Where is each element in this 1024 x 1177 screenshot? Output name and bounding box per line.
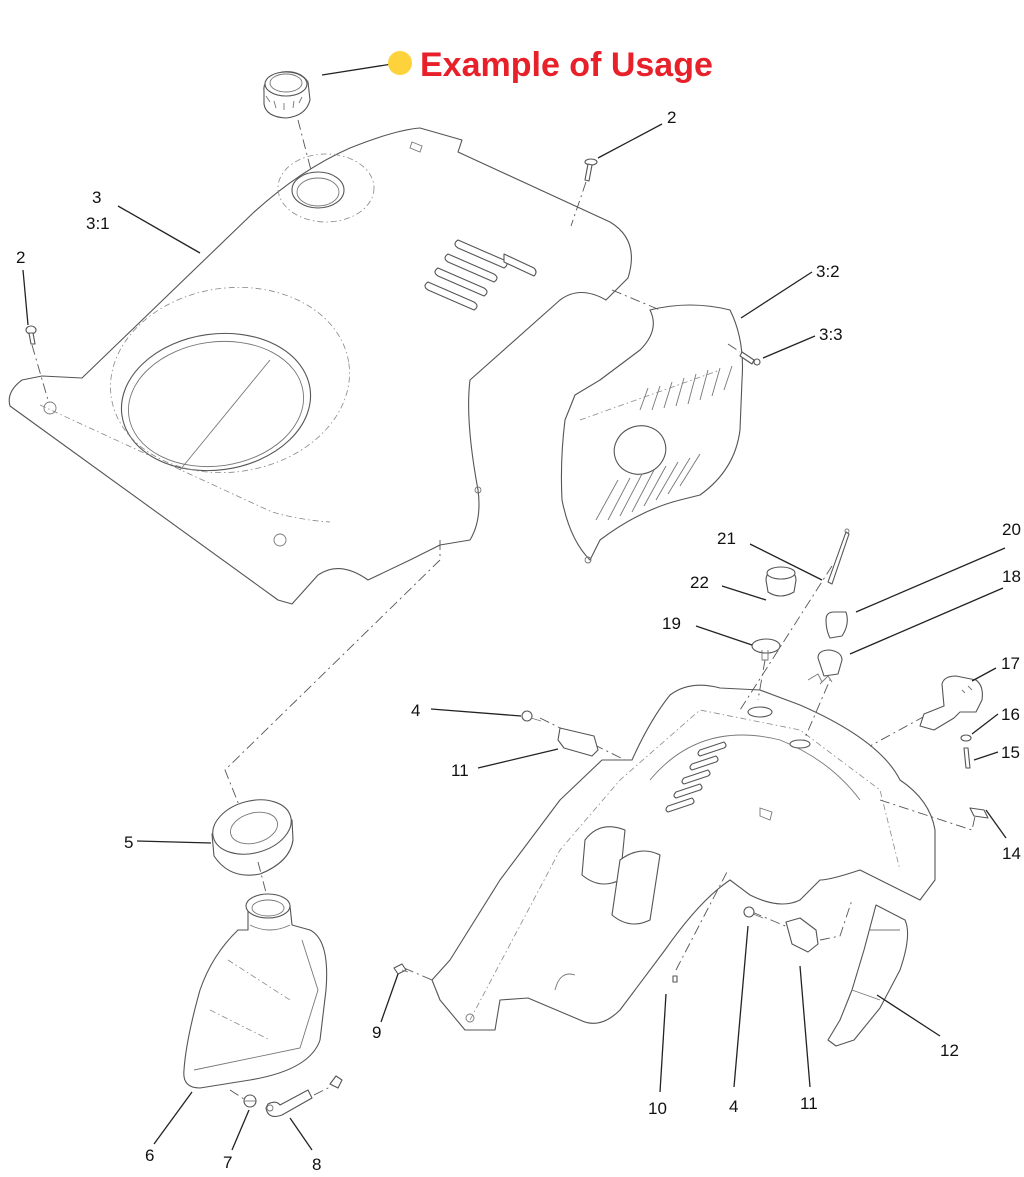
screw-top-right[interactable] xyxy=(584,158,598,182)
callout-14: 14 xyxy=(1002,844,1021,863)
screw-left[interactable] xyxy=(25,325,37,345)
shroud-to-tank-axis-line xyxy=(224,540,441,821)
callout-17: 17 xyxy=(1001,654,1020,673)
primer-bezel[interactable] xyxy=(751,638,781,661)
primer-bulb-cap[interactable] xyxy=(765,566,797,597)
callout-4-top: 4 xyxy=(411,701,420,720)
side-shroud[interactable] xyxy=(560,304,743,564)
handle-grip-axis-line xyxy=(869,715,926,747)
upper-shroud[interactable] xyxy=(8,127,632,605)
side-shroud-axis-line xyxy=(611,289,661,311)
callout-3-3: 3:3 xyxy=(819,325,843,344)
callout-16: 16 xyxy=(1001,705,1020,724)
usage-label: Example of Usage xyxy=(420,46,713,84)
bolt-4-top[interactable] xyxy=(521,710,542,722)
leader-lines xyxy=(22,123,1007,1151)
bolt-9[interactable] xyxy=(393,963,409,975)
cable-bracket-right[interactable] xyxy=(785,917,819,953)
screw-3-3-axis-line xyxy=(727,343,741,353)
choke-axis-line xyxy=(757,659,766,701)
usage-leader-line xyxy=(321,63,393,76)
primer-rod-axis-line xyxy=(739,565,833,711)
fuel-fitting[interactable] xyxy=(243,1094,257,1108)
cable-bracket-left[interactable] xyxy=(557,727,599,757)
usage-marker-dot[interactable] xyxy=(388,51,412,75)
callout-11-bottom: 11 xyxy=(800,1094,818,1113)
callout-20: 20 xyxy=(1002,520,1021,539)
callout-21: 21 xyxy=(717,529,736,548)
dashboard-frame[interactable] xyxy=(431,684,936,1031)
hose-axis-line xyxy=(313,1085,333,1096)
ring-to-tank-axis-line xyxy=(257,861,269,901)
wire-clip[interactable] xyxy=(969,807,989,819)
callout-labels: 2 3 3:1 2 3:2 3:3 21 20 22 18 19 17 4 16… xyxy=(16,108,1021,1174)
callout-9: 9 xyxy=(372,1023,381,1042)
callout-5: 5 xyxy=(124,833,133,852)
filler-neck-ring[interactable] xyxy=(207,792,298,876)
callout-2-left: 2 xyxy=(16,248,25,267)
callout-10: 10 xyxy=(648,1099,667,1118)
hose-clamp[interactable] xyxy=(329,1075,343,1089)
cable-guard[interactable] xyxy=(827,904,909,1047)
screw-3-3[interactable] xyxy=(739,351,761,366)
callout-15: 15 xyxy=(1001,743,1020,762)
usage-annotation: Example of Usage xyxy=(321,46,713,84)
handle-screw[interactable] xyxy=(963,747,971,769)
fuel-tank[interactable] xyxy=(183,893,328,1089)
callout-8: 8 xyxy=(312,1155,321,1174)
dashboard-vent-slots xyxy=(665,741,727,813)
callout-11-top: 11 xyxy=(451,761,469,780)
shroud-vent-slots xyxy=(424,239,537,311)
fitting-axis-line xyxy=(229,1089,245,1100)
callout-3-2: 3:2 xyxy=(816,262,840,281)
bracket-right-axis-line xyxy=(751,899,853,941)
callout-19: 19 xyxy=(662,614,681,633)
key-switch-axis-line xyxy=(803,665,837,741)
callout-2-top-right: 2 xyxy=(667,108,676,127)
fuel-cap[interactable] xyxy=(263,71,311,119)
bolt-4-bottom[interactable] xyxy=(743,906,764,919)
callout-3-1: 3:1 xyxy=(86,214,110,233)
fuel-hose[interactable] xyxy=(265,1089,313,1117)
side-shroud-vent-slots xyxy=(595,365,733,521)
washer[interactable] xyxy=(960,734,972,742)
callout-18: 18 xyxy=(1002,567,1021,586)
pin-10[interactable] xyxy=(672,975,678,983)
primer-rod[interactable] xyxy=(827,528,850,585)
callout-12: 12 xyxy=(940,1041,959,1060)
fuel-cap-axis-line xyxy=(297,119,321,206)
screw-left-axis-line xyxy=(31,344,49,401)
ignition-switch[interactable] xyxy=(807,649,843,685)
bolt-9-axis-line xyxy=(403,967,433,981)
callout-3: 3 xyxy=(92,188,101,207)
callout-6: 6 xyxy=(145,1146,154,1165)
ignition-key[interactable] xyxy=(825,611,848,639)
handle-grip-cover[interactable] xyxy=(919,675,983,731)
clip-axis-line xyxy=(879,799,977,831)
callout-7: 7 xyxy=(223,1153,232,1172)
callout-4-bottom: 4 xyxy=(729,1097,738,1116)
screw-top-right-axis-line xyxy=(570,181,587,227)
callout-22: 22 xyxy=(690,573,709,592)
